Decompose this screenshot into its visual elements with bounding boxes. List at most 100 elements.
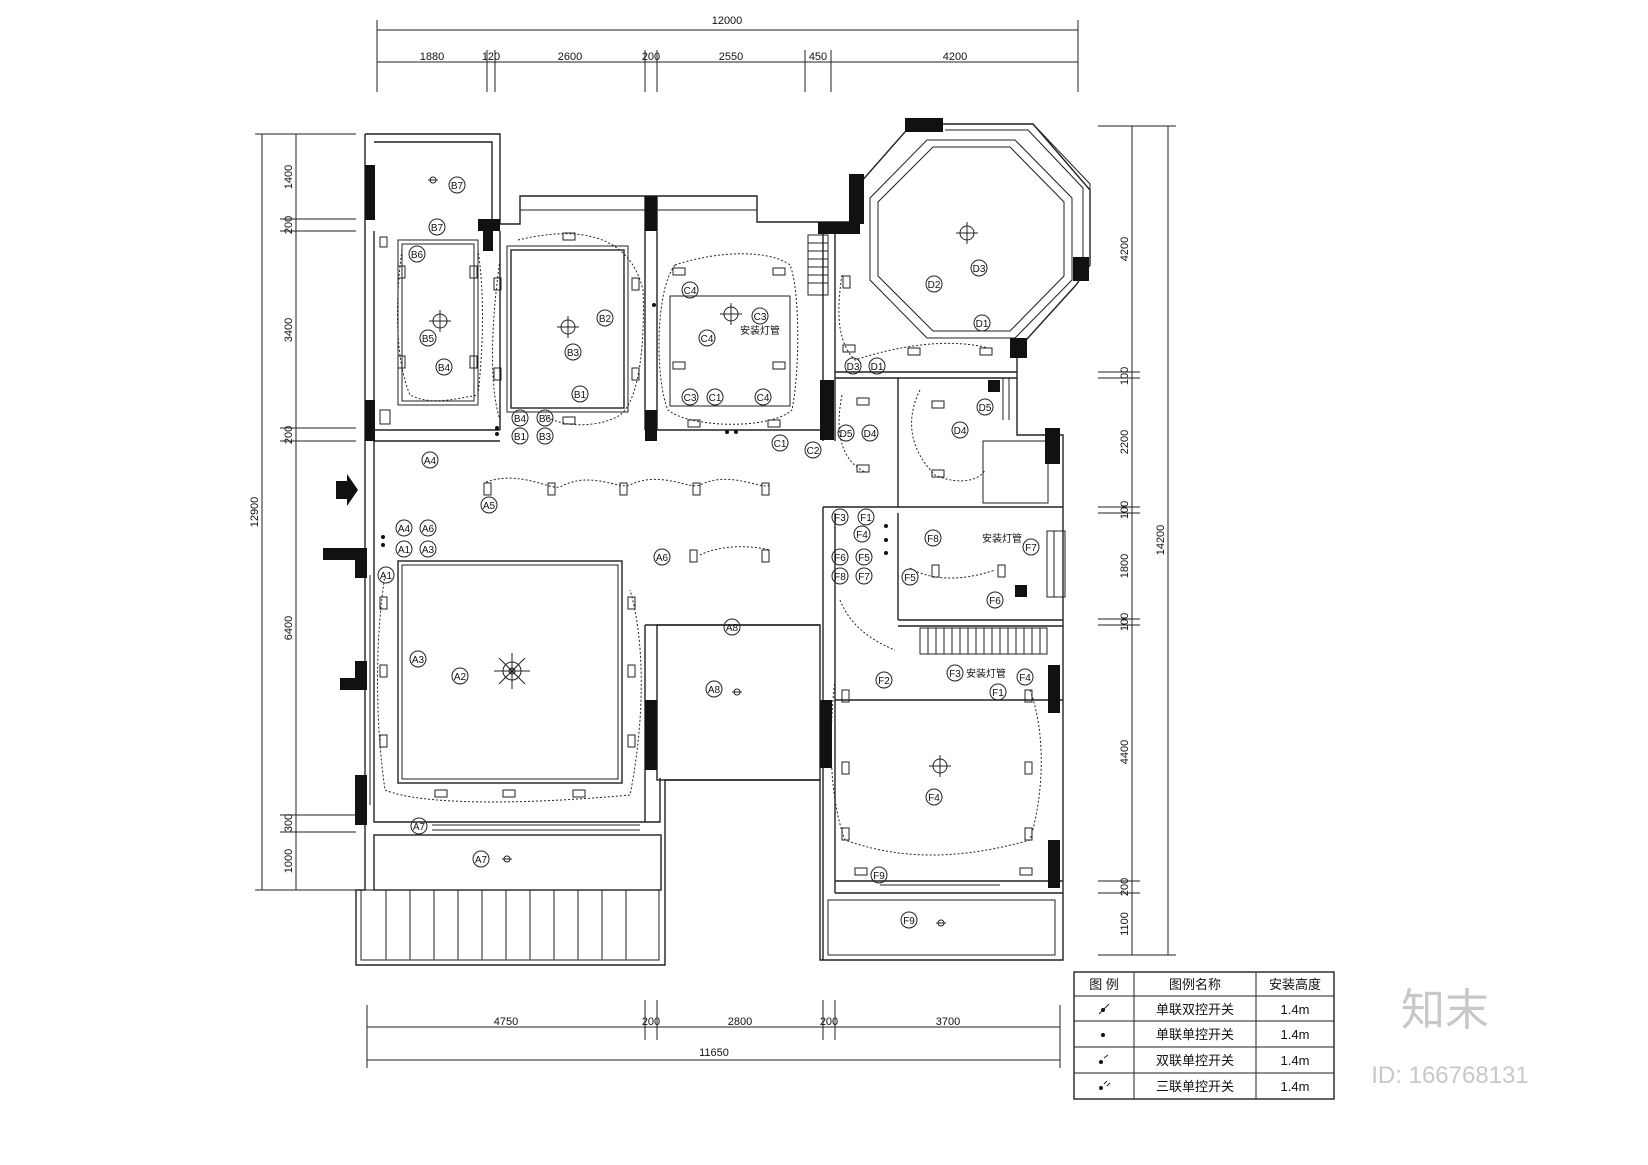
dim-left-2: 200 xyxy=(283,216,295,234)
stair-treads xyxy=(807,234,829,296)
label-f8-text: F8 xyxy=(927,534,939,545)
label-a8-text: A8 xyxy=(708,685,721,696)
label-c1-text: C1 xyxy=(774,439,787,450)
label-f7: F7 xyxy=(1022,538,1040,556)
label-b4-text: B4 xyxy=(438,363,451,374)
label-a1: A1 xyxy=(395,540,413,558)
chandelier-icon xyxy=(494,653,530,689)
right-dimension-chain: 14200 4200 100 2200 100 1800 100 4400 20… xyxy=(1098,125,1176,956)
dim-right-9: 1100 xyxy=(1119,912,1131,936)
single-gang-one-way-switch-icon xyxy=(1101,1033,1105,1037)
dim-top-total: 12000 xyxy=(712,15,743,27)
label-b4: B4 xyxy=(435,358,453,376)
legend-row-3-name: 双联单控开关 xyxy=(1156,1053,1234,1068)
label-d3: D3 xyxy=(970,259,988,277)
label-c3-text: C3 xyxy=(754,312,767,323)
label-a1-text: A1 xyxy=(380,571,393,582)
label-a8: A8 xyxy=(723,618,741,636)
label-b3: B3 xyxy=(564,343,582,361)
label-f3: F3 xyxy=(946,664,964,682)
dim-bottom-5: 3700 xyxy=(936,1016,960,1028)
label-d1-text: D1 xyxy=(976,319,989,330)
label-b3: B3 xyxy=(536,427,554,445)
circuit-labels: B7 B7 B6 B5 B4 B2 B3 B1 B4 B6 B1 B3 C4 C… xyxy=(377,176,1040,929)
watermark-id: ID: 166768131 xyxy=(1371,1062,1528,1089)
label-f2: F2 xyxy=(875,671,893,689)
dim-left-4: 200 xyxy=(283,426,295,444)
label-c4: C4 xyxy=(681,281,699,299)
label-d1-text: D1 xyxy=(871,362,884,373)
ceiling-lamps xyxy=(428,176,978,927)
dim-right-3: 2200 xyxy=(1119,430,1131,454)
label-a5: A5 xyxy=(480,496,498,514)
label-a7-text: A7 xyxy=(413,822,426,833)
label-f2-text: F2 xyxy=(878,676,890,687)
ceiling-lamp-icon xyxy=(936,919,946,927)
label-f9-text: F9 xyxy=(903,916,915,927)
dim-bottom-total: 11650 xyxy=(699,1047,729,1059)
label-d5-text: D5 xyxy=(979,403,992,414)
ceiling-lamp-icon xyxy=(429,310,451,332)
label-a1: A1 xyxy=(377,566,395,584)
dim-left-total: 12900 xyxy=(249,497,261,528)
label-f8: F8 xyxy=(831,567,849,585)
label-c1-text: C1 xyxy=(709,393,722,404)
label-d3-text: D3 xyxy=(847,362,860,373)
legend-header-name: 图例名称 xyxy=(1169,977,1221,992)
label-a4: A4 xyxy=(395,519,413,537)
label-a7: A7 xyxy=(410,817,428,835)
label-a3: A3 xyxy=(409,650,427,668)
dim-right-6: 100 xyxy=(1119,613,1131,631)
legend-row-4-name: 三联单控开关 xyxy=(1156,1079,1234,1094)
dim-bottom-1: 4750 xyxy=(494,1016,518,1028)
dim-right-2: 100 xyxy=(1119,367,1131,385)
dim-top-5: 2550 xyxy=(719,51,743,63)
label-c3-text: C3 xyxy=(684,393,697,404)
label-a6: A6 xyxy=(653,548,671,566)
label-b4-text: B4 xyxy=(514,414,527,425)
label-f1: F1 xyxy=(857,508,875,526)
label-b1: B1 xyxy=(511,427,529,445)
label-b6: B6 xyxy=(408,245,426,263)
single-gang-two-way-switch-icon xyxy=(1098,1003,1110,1015)
label-b2-text: B2 xyxy=(599,314,612,325)
ceiling-lamp-icon xyxy=(956,222,978,244)
dim-top-7: 4200 xyxy=(943,51,967,63)
label-f1-text: F1 xyxy=(992,688,1004,699)
label-b4: B4 xyxy=(511,409,529,427)
label-f4: F4 xyxy=(1016,668,1034,686)
label-c2-text: C2 xyxy=(807,446,820,457)
label-f5-text: F5 xyxy=(858,553,870,564)
dim-right-1: 4200 xyxy=(1119,237,1131,261)
label-a8: A8 xyxy=(705,680,723,698)
label-c3: C3 xyxy=(751,307,769,325)
label-d5-text: D5 xyxy=(840,429,853,440)
balcony-railing xyxy=(360,889,660,961)
label-b6-text: B6 xyxy=(411,250,424,261)
legend-row-2-name: 单联单控开关 xyxy=(1156,1027,1234,1042)
ceiling-lamp-icon xyxy=(929,755,951,777)
dim-right-8: 200 xyxy=(1119,878,1131,896)
label-b7-text: B7 xyxy=(431,223,444,234)
label-f7: F7 xyxy=(855,567,873,585)
label-b3-text: B3 xyxy=(567,348,580,359)
dim-left-6: 300 xyxy=(283,814,295,832)
dim-top-4: 200 xyxy=(642,51,660,63)
bottom-dimension-chain: 4750 200 2800 200 3700 11650 xyxy=(366,1000,1061,1068)
entrance-arrow-icon xyxy=(336,474,358,506)
label-a2-text: A2 xyxy=(454,672,467,683)
label-a1-text: A1 xyxy=(398,545,411,556)
watermark: 知末 ID: 166768131 xyxy=(1371,986,1528,1089)
dim-bottom-2: 200 xyxy=(642,1016,660,1028)
legend-header-symbol: 图 例 xyxy=(1089,977,1119,992)
label-a8-text: A8 xyxy=(726,623,739,634)
label-d4: D4 xyxy=(861,424,879,442)
note-f8-lamp-tube: 安装灯管 xyxy=(982,532,1022,545)
label-f3-text: F3 xyxy=(834,513,846,524)
ceiling-lamp-icon xyxy=(557,316,579,338)
label-b1-text: B1 xyxy=(514,432,527,443)
ceiling-trays xyxy=(397,239,791,784)
dim-left-7: 1000 xyxy=(283,849,295,873)
label-c2: C2 xyxy=(804,441,822,459)
label-d5: D5 xyxy=(976,398,994,416)
